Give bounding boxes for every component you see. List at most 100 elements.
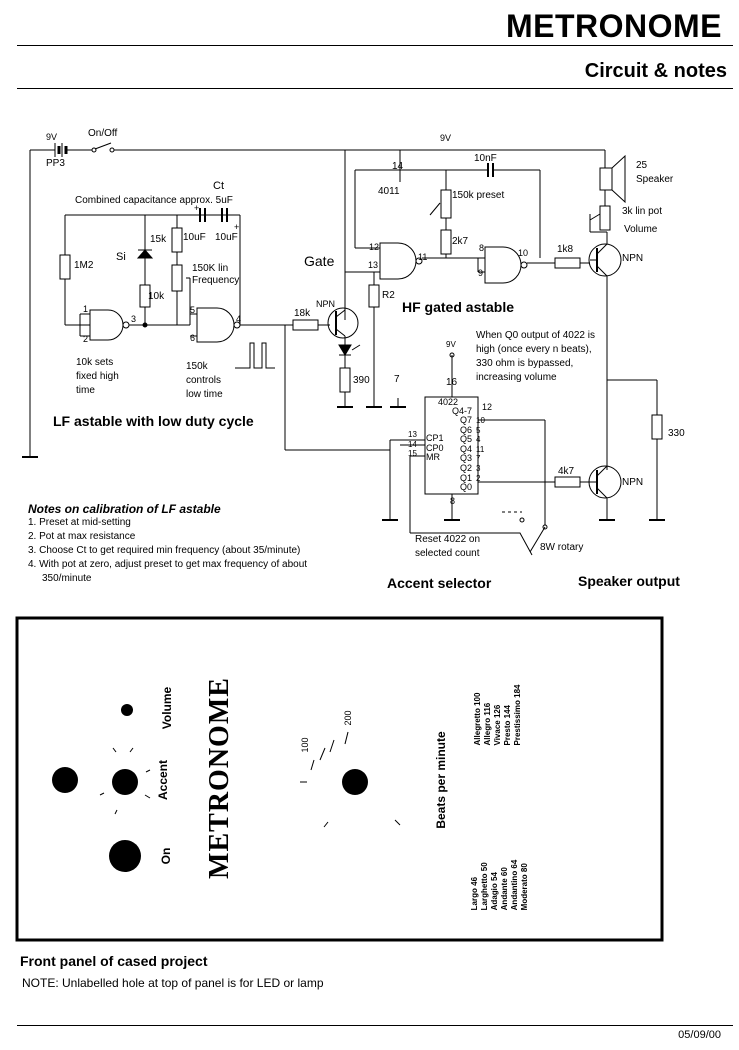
resistor-15k [171,227,183,253]
pin4-label: 4 [236,314,242,324]
front-panel-outline [15,616,664,942]
pin10-label: 10 [518,248,529,258]
battery-voltage-label: 9V [46,132,58,142]
cap1-plus: + [194,203,200,213]
tempo-row: Larghetto 50 [480,862,489,911]
resistor-r2 [368,284,380,308]
tempo-row: Allegretto 100 [473,692,482,746]
page-title: METRONOME [505,8,722,44]
note-10k: 10k sets fixed high time [76,357,119,396]
battery-label: PP3 [46,158,65,169]
r-1k8-label: 1k8 [557,244,574,255]
footer-rule [17,1025,733,1026]
cap2-plus: + [234,222,240,232]
tempo-row: Allegro 116 [483,702,492,746]
npn-top-label: NPN [622,253,644,264]
tempo-row: Presto 144 [503,704,512,746]
document-date: 05/09/00 [678,1029,721,1041]
tempo-row: Prestissimo 184 [513,684,522,746]
npn-bottom-label: NPN [622,477,644,488]
gate-label: Gate [304,253,335,269]
r2-label: R2 [382,290,395,301]
calibration-step: 2. Pot at max resistance [28,531,136,542]
panel-accent-label: Accent [156,759,170,801]
ic-4022-input-pins: 13 14 15 [408,430,417,459]
tempo-row: Moderato 80 [520,863,529,911]
panel-caption: Front panel of cased project [20,953,208,969]
subheader-rule [17,88,733,89]
r-15k-label: 15k [150,234,167,245]
speaker-ohms-label: 25 [636,160,648,171]
nand-gate-lf1 [89,309,124,341]
r-18k-label: 18k [294,308,311,319]
calibration-notes: Notes on calibration of LF astable 1. Pr… [28,502,307,586]
cap2-label: 10uF [215,232,238,243]
resistor-2k7 [440,229,452,255]
ic-4011-label: 4011 [378,186,400,197]
accent-selector-title: Accent selector [387,575,492,591]
pulse-waveform [235,342,275,369]
resistor-1k8 [554,257,581,269]
pin8-label: 8 [479,243,485,253]
tempo-row: Largo 46 [470,876,479,911]
pot-3k [599,205,611,231]
ic-4022-pin8: 8 [450,496,456,506]
resistor-1m2 [59,254,71,280]
pin5-label: 5 [190,305,196,315]
pin3-label: 3 [131,314,137,324]
pin13-label: 13 [368,260,379,270]
speaker-symbol [599,167,613,191]
r-1m2-label: 1M2 [74,260,94,271]
pot-150k-label: 150K lin [192,263,229,274]
dial-200-label: 200 [343,710,353,726]
calibration-step: 3. Choose Ct to get required min frequen… [28,545,301,556]
pin7-label: 7 [394,374,400,385]
q0-note: When Q0 output of 4022 is high (once eve… [476,330,595,383]
pin12-label: 12 [369,242,380,252]
switch-label: On/Off [88,128,118,139]
page-subtitle: Circuit & notes [584,60,727,82]
tempo-row: Vivace 126 [493,704,502,746]
pin11-label: 11 [418,252,428,262]
panel-note: NOTE: Unlabelled hole at top of panel is… [22,976,324,990]
speaker-output-title: Speaker output [578,573,680,589]
resistor-330 [651,414,663,440]
cap1-label: 10uF [183,232,206,243]
pin16-label: 16 [446,377,458,388]
dial-100-label: 100 [300,737,310,753]
ic-4022-vcc: 9V [446,340,456,349]
preset-label: 150k preset [452,190,505,201]
tempo-row: Adagio 54 [490,872,499,911]
nand-gate-lf2 [196,307,235,343]
calibration-step: 4. With pot at zero, adjust preset to ge… [28,559,308,570]
pin1-label: 1 [83,304,89,314]
header-rule [17,45,733,46]
battery-symbol [30,143,92,157]
pin6-label: 6 [190,333,196,343]
ic-4022-inputs: CP1 CP0 MR [426,433,444,463]
volume-label: Volume [624,224,658,235]
hf-astable-title: HF gated astable [402,299,515,315]
r-330-label: 330 [668,428,685,439]
rail-voltage-label: 9V [440,133,452,143]
combined-cap-label: Combined capacitance approx. 5uF [75,195,233,206]
resistor-4k7 [554,476,581,488]
lf-astable-title: LF astable with low duty cycle [53,413,254,429]
tempo-list-fast: Allegretto 100 Allegro 116 Vivace 126 Pr… [473,685,523,746]
panel-on-label: On [159,847,173,865]
ic-4022-output-pins: 10 5 4 11 7 3 2 [476,416,485,483]
panel-knobs [52,704,368,872]
pot-3k-label: 3k lin pot [622,206,663,217]
pin2-label: 2 [83,334,89,344]
npn-mid-label: NPN [316,299,336,309]
r-390-label: 390 [353,375,370,386]
panel-bpm-label: Beats per minute [434,731,448,829]
pin9-label: 9 [478,268,484,278]
p12-label: 12 [482,402,493,412]
reset-link [410,532,533,556]
tempo-row: Andantino 64 [510,859,519,911]
note-150k: 150k controls low time [186,361,223,400]
ic-4022-outputs: Q7 Q6 Q5 Q4 Q3 Q2 Q1 Q0 [460,415,473,493]
preset-150k [440,189,452,219]
